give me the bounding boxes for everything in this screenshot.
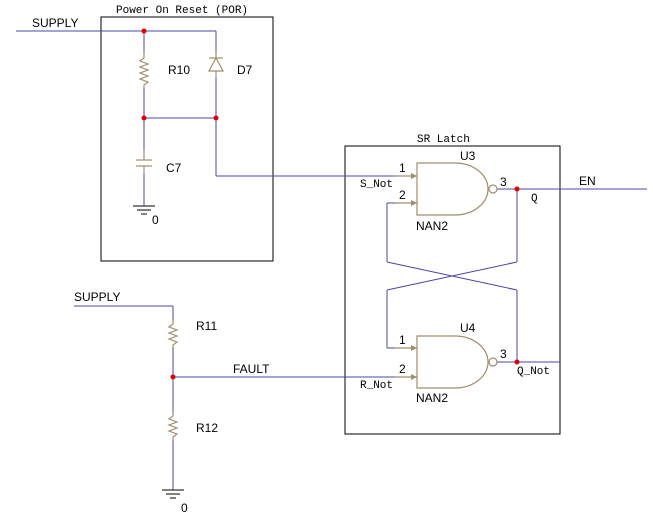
u3-pin2: 2	[399, 188, 406, 202]
u4-pin1: 1	[399, 333, 406, 347]
latch-frame	[344, 145, 561, 435]
nand-gate-u3	[395, 162, 498, 216]
por-frame-title: Power On Reset (POR)	[116, 5, 248, 17]
ground-symbol-top	[133, 196, 155, 215]
junction-dot	[170, 374, 176, 380]
net-label-fault: FAULT	[233, 362, 270, 376]
capacitor-c7	[136, 150, 152, 174]
net-label-s-not: S_Not	[360, 179, 393, 191]
label-u4: U4	[460, 321, 476, 335]
junction-dots	[141, 28, 520, 380]
latch-frame-title: SR Latch	[417, 134, 470, 146]
net-label-en: EN	[579, 174, 596, 188]
label-u3-type: NAN2	[416, 219, 448, 233]
net-label-supply-top: SUPPLY	[32, 16, 78, 30]
por-wires	[16, 30, 395, 196]
nand-gate-u4	[395, 335, 498, 389]
label-u4-type: NAN2	[416, 391, 448, 405]
label-r12: R12	[196, 421, 218, 435]
label-gnd-top: 0	[152, 213, 159, 227]
por-frame	[100, 16, 274, 262]
label-r10: R10	[168, 63, 190, 77]
net-label-supply-bottom: SUPPLY	[74, 290, 120, 304]
latch-wires	[386, 188, 647, 363]
net-label-r-not: R_Not	[360, 380, 393, 392]
label-d7: D7	[237, 63, 253, 77]
u4-pin3: 3	[500, 347, 507, 361]
junction-dot	[141, 28, 147, 34]
u4-pin2: 2	[399, 362, 406, 376]
resistor-r12	[167, 412, 179, 440]
label-c7: C7	[166, 161, 182, 175]
junction-dot	[514, 359, 520, 365]
resistor-r11	[167, 320, 179, 348]
diode-d7	[207, 52, 225, 78]
junction-dot	[213, 115, 219, 121]
net-label-q: Q	[531, 193, 538, 205]
u3-pin1: 1	[399, 161, 406, 175]
junction-dot	[141, 115, 147, 121]
label-r11: R11	[196, 319, 217, 333]
u3-pin3: 3	[500, 175, 507, 189]
resistor-r10	[138, 52, 150, 88]
net-label-q-not: Q_Not	[517, 366, 550, 378]
label-u3: U3	[460, 149, 476, 163]
divider-wires	[74, 305, 395, 490]
label-gnd-bottom: 0	[181, 501, 188, 515]
junction-dot	[514, 186, 520, 192]
ground-symbol-bottom	[162, 489, 184, 499]
